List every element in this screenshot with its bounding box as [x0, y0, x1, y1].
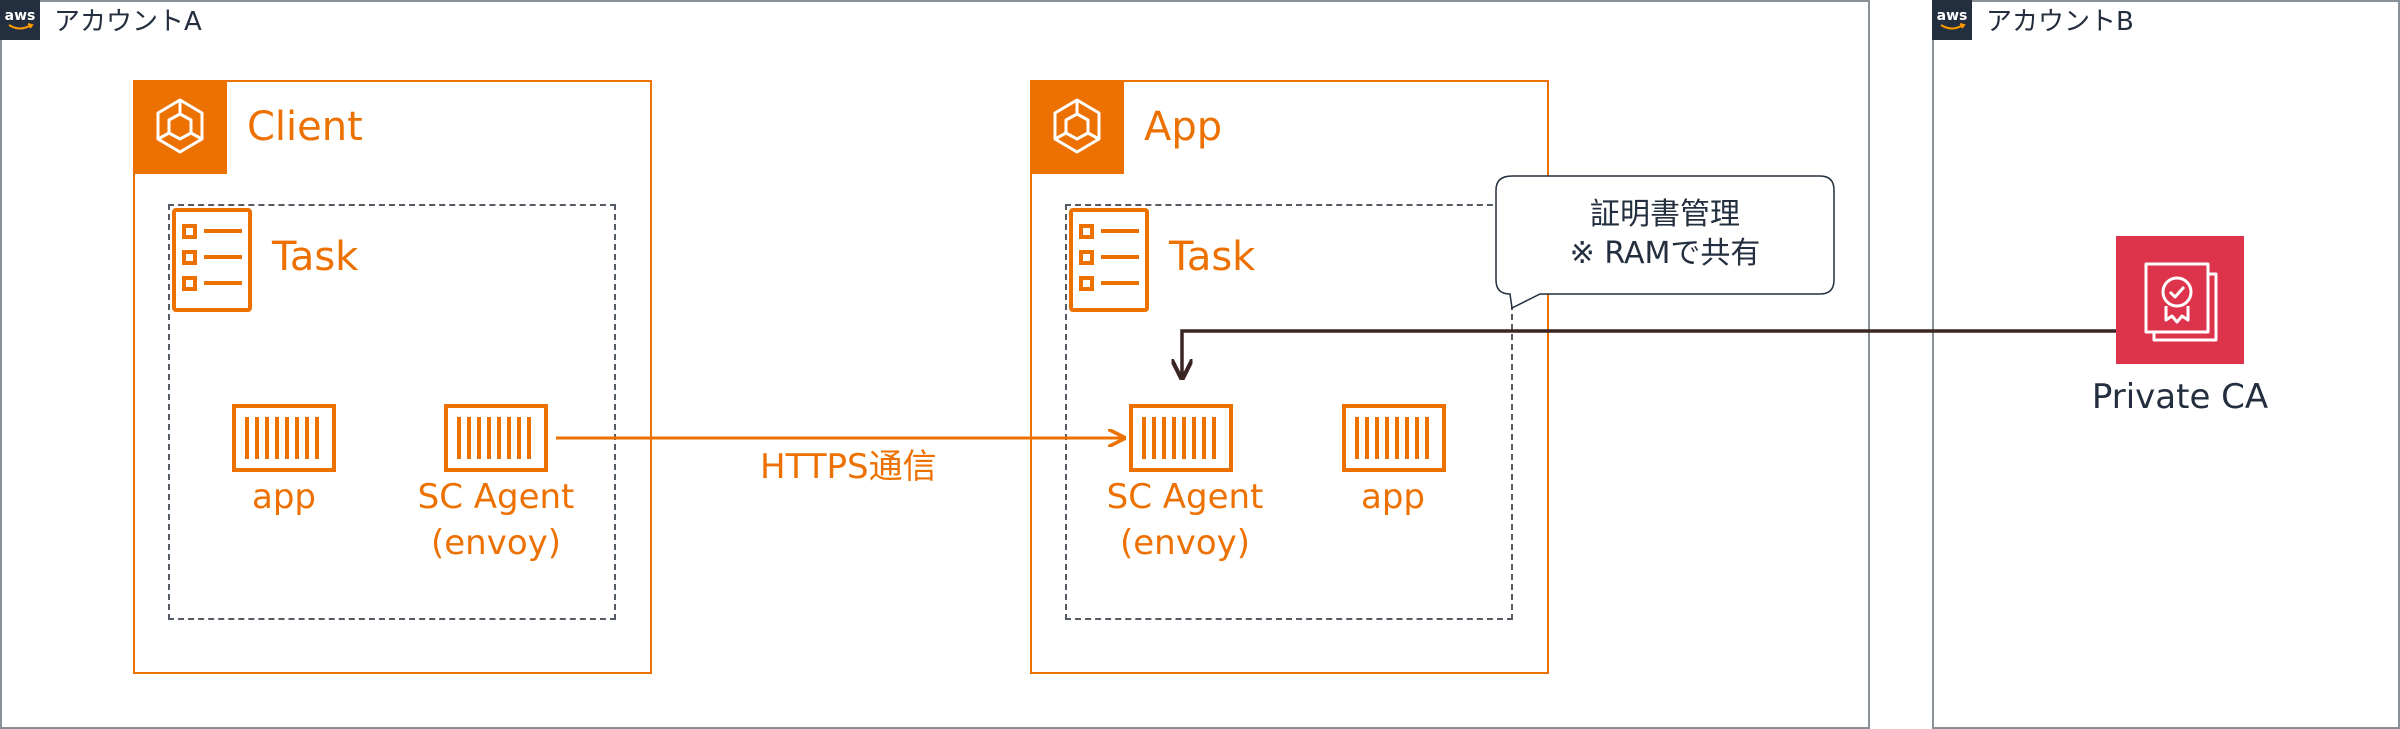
app-sc-agent-container-label: SC Agent (envoy): [1106, 477, 1264, 563]
account-b-group: aws アカウントB: [1932, 0, 2400, 729]
account-a-label: アカウントA: [54, 7, 202, 37]
account-b-label: アカウントB: [1986, 7, 2134, 37]
container-icon: [1128, 403, 1234, 473]
container-icon: [231, 403, 337, 473]
app-app-container-label: app: [1361, 477, 1425, 517]
client-service-label: Client: [247, 104, 363, 150]
callout-line-2: ※ RAMで共有: [1569, 236, 1761, 271]
svg-text:aws: aws: [5, 8, 36, 24]
ecs-service-icon: [1030, 80, 1124, 174]
client-app-container-label: app: [252, 477, 316, 517]
svg-text:aws: aws: [1937, 8, 1968, 24]
private-ca-label: Private CA: [2091, 377, 2269, 417]
app-service-group: App: [1030, 80, 1549, 674]
client-service-group: Client: [133, 80, 652, 674]
app-task-label: Task: [1169, 234, 1256, 280]
container-icon: [443, 403, 549, 473]
https-connection-label: HTTPS通信: [760, 447, 937, 487]
client-task-label: Task: [272, 234, 359, 280]
ecs-task-icon: [1067, 206, 1151, 316]
ecs-task-icon: [170, 206, 254, 316]
certificate-authority-icon: [2116, 236, 2244, 364]
aws-logo-icon: aws: [0, 0, 40, 40]
callout-line-1: 証明書管理: [1590, 197, 1740, 232]
ecs-service-icon: [133, 80, 227, 174]
container-icon: [1341, 403, 1447, 473]
client-sc-agent-container-label: SC Agent (envoy): [417, 477, 575, 563]
aws-logo-icon: aws: [1932, 0, 1972, 40]
client-task-group: Task: [168, 204, 616, 620]
app-task-group: Task: [1065, 204, 1513, 620]
app-service-label: App: [1144, 104, 1223, 150]
